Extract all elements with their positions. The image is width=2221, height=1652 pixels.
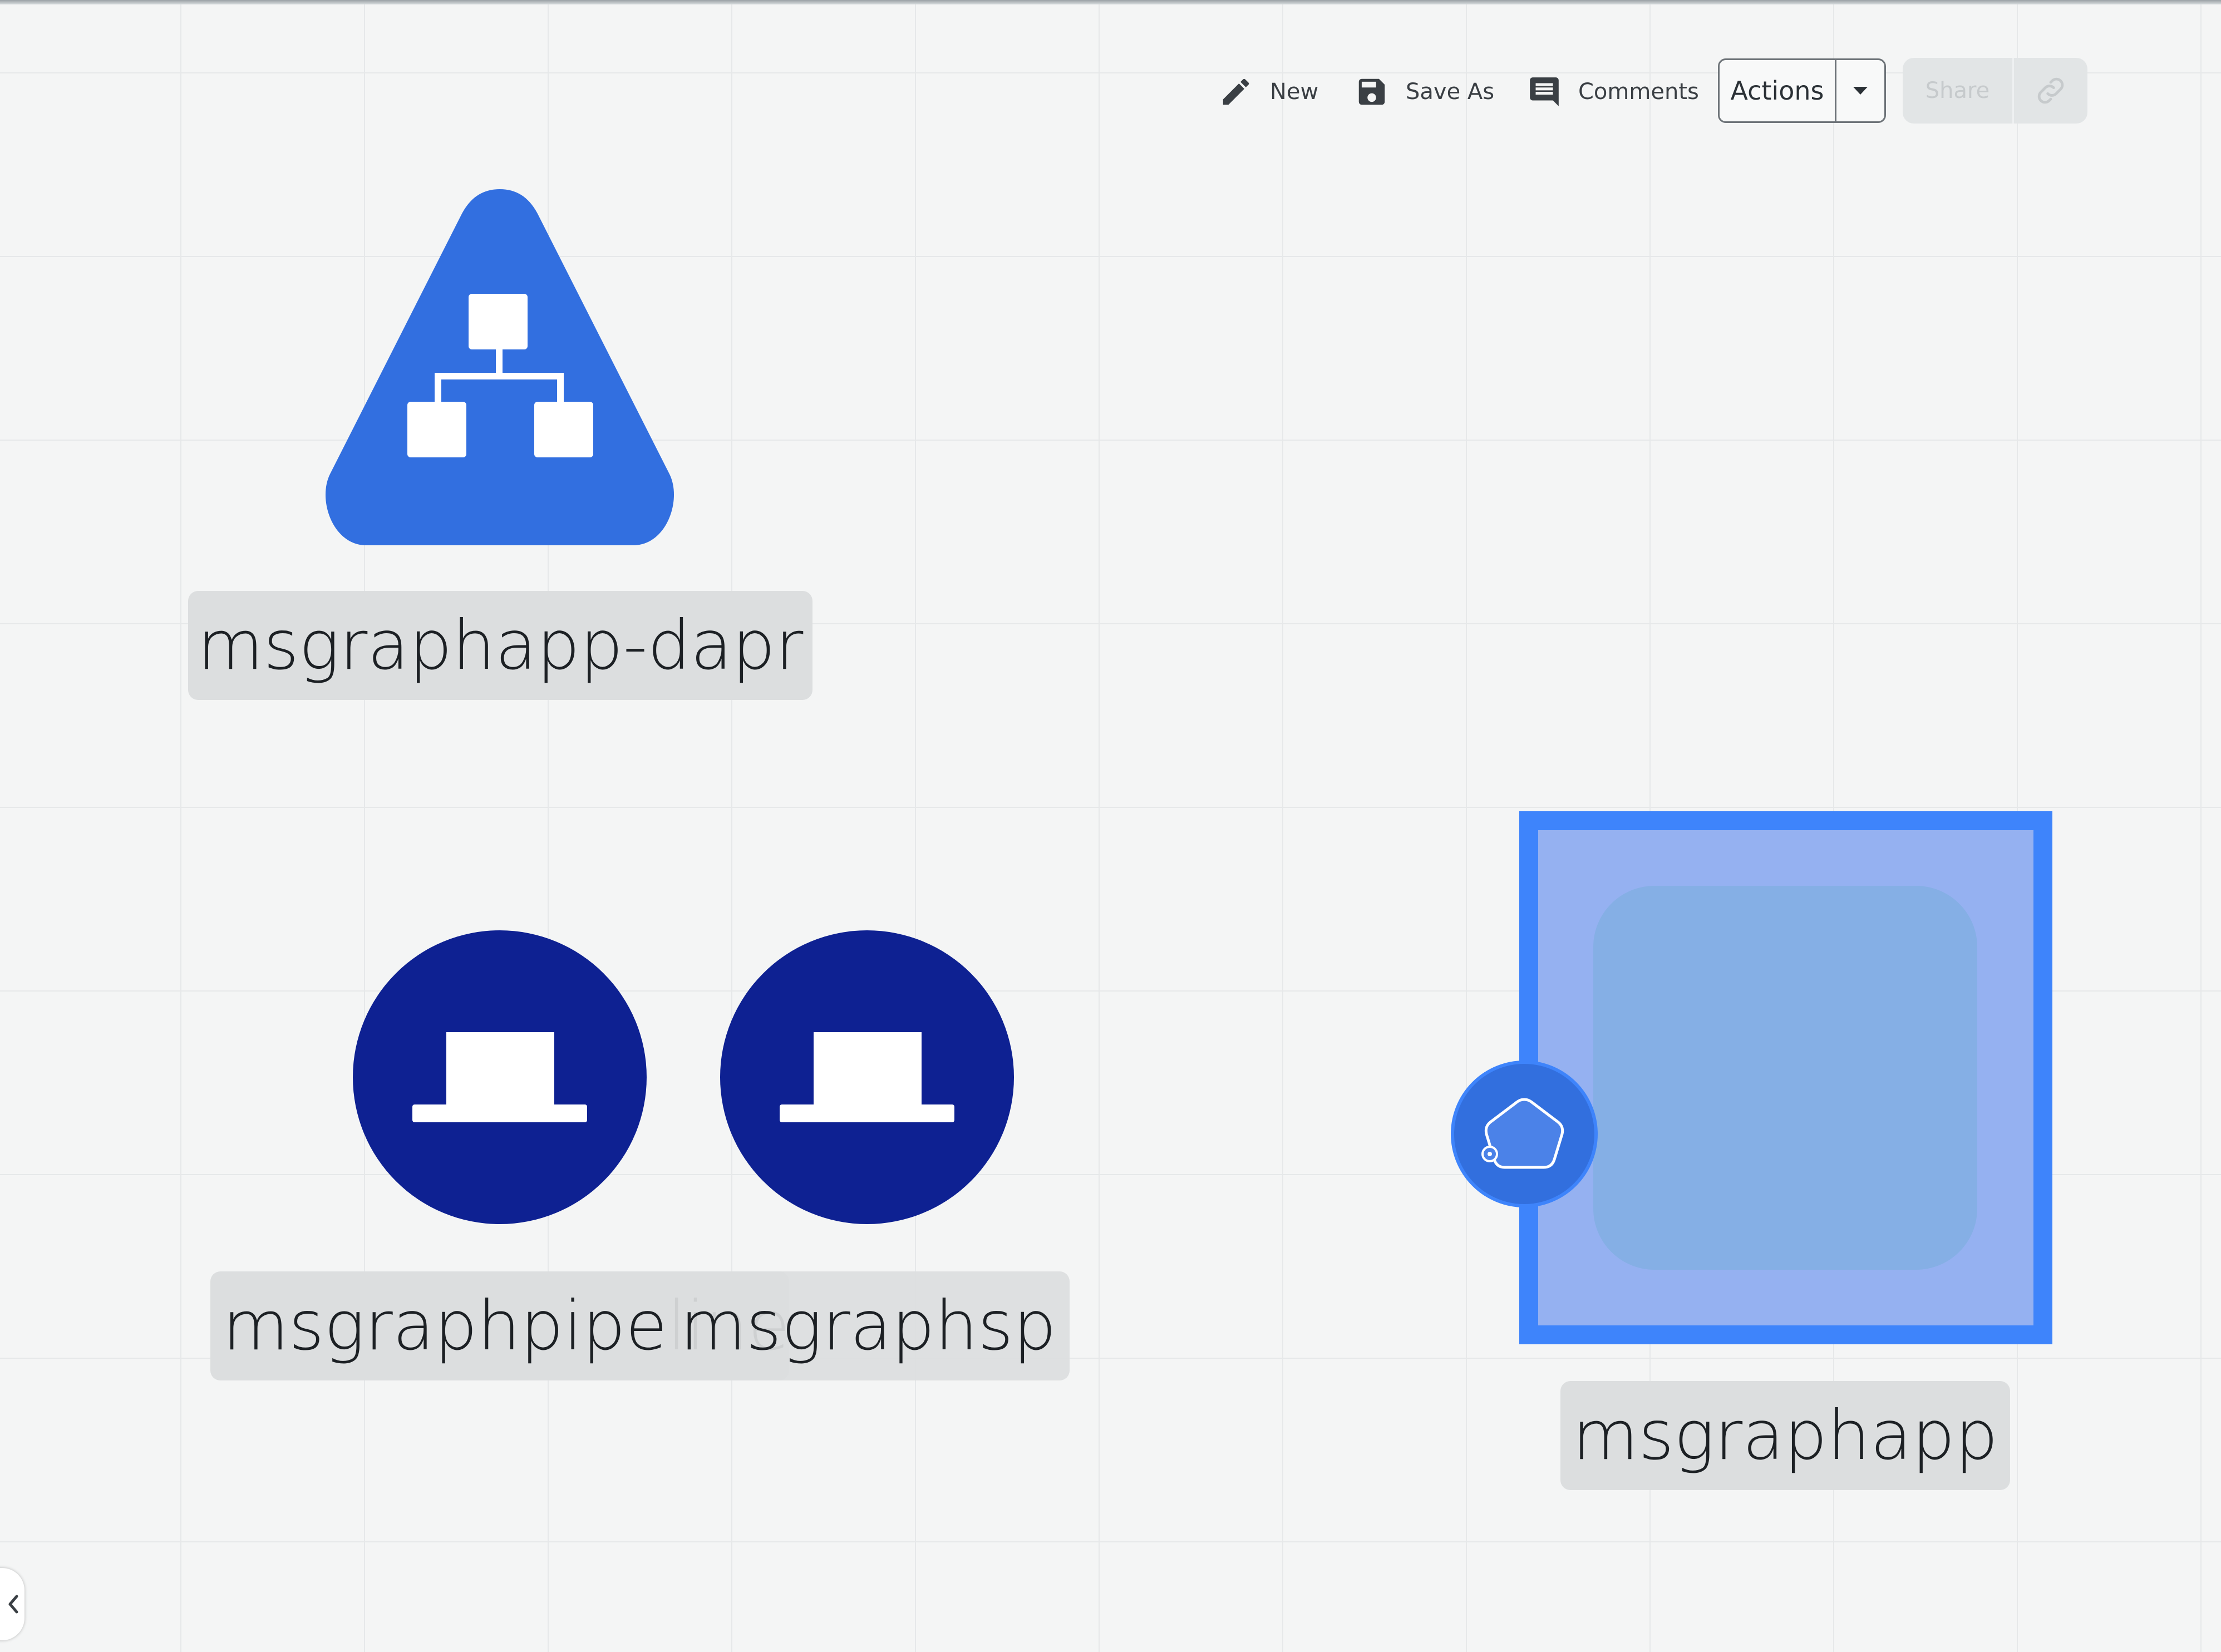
copy-link-button[interactable]: [2014, 58, 2087, 124]
comments-label: Comments: [1578, 79, 1699, 105]
laptop-icon: [780, 1032, 954, 1122]
node-label[interactable]: msgraphsp: [667, 1271, 1070, 1380]
comments-button[interactable]: Comments: [1527, 64, 1699, 120]
save-icon: [1358, 78, 1385, 105]
share-button[interactable]: Share: [1903, 58, 2014, 124]
node-msgraphpipeline[interactable]: [353, 930, 647, 1224]
collapse-panel-button[interactable]: [0, 1568, 24, 1640]
save-as-label: Save As: [1406, 79, 1495, 105]
node-msgraphapp[interactable]: [1593, 886, 1977, 1270]
save-as-button[interactable]: Save As: [1355, 64, 1494, 120]
actions-toggle[interactable]: [1836, 60, 1884, 121]
node-msgraphsp[interactable]: [720, 930, 1014, 1224]
link-icon: [2037, 77, 2064, 104]
caret-down-icon: [1853, 87, 1868, 95]
laptop-icon: [412, 1032, 587, 1122]
share-button-group: Share: [1903, 58, 2087, 124]
node-label[interactable]: msgraphapp-dapr: [188, 591, 812, 700]
new-label: New: [1270, 79, 1319, 105]
node-badge[interactable]: [1451, 1061, 1598, 1207]
node-msgraphapp-dapr[interactable]: [322, 189, 678, 545]
node-label[interactable]: msgraphapp: [1560, 1381, 2010, 1490]
network-hierarchy-icon: [325, 189, 674, 545]
pentagon-icon: [1481, 1098, 1564, 1169]
pencil-icon: [1223, 78, 1249, 105]
actions-dropdown[interactable]: Actions: [1718, 58, 1886, 123]
actions-label[interactable]: Actions: [1720, 60, 1836, 121]
window-top-border: [0, 0, 2221, 4]
new-button[interactable]: New: [1219, 64, 1318, 120]
chevron-left-icon: [8, 1595, 18, 1614]
comment-icon: [1530, 77, 1559, 106]
